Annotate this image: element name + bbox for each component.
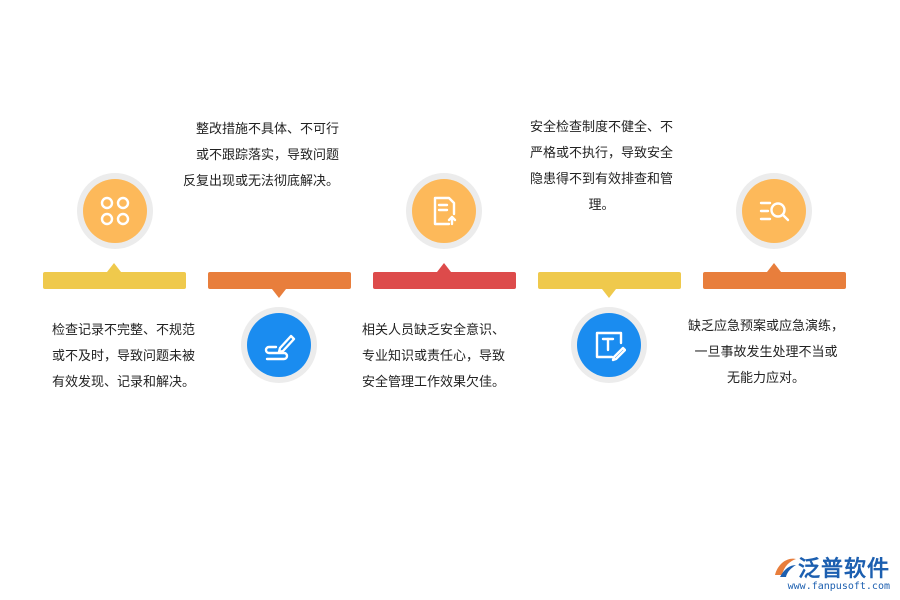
item-4-text: 安全检查制度不健全、不 严格或不执行，导致安全 隐患得不到有效排查和管 理。 [530, 115, 673, 219]
item-4-line-3: 隐患得不到有效排查和管 [530, 172, 674, 187]
item-3-line-2: 专业知识或责任心，导致 [362, 349, 506, 364]
item-2-line-3: 反复出现或无法彻底解决。 [183, 174, 340, 189]
timeline-bar-2 [208, 272, 351, 289]
timeline-bar-1 [43, 272, 186, 289]
item-5-line-1: 缺乏应急预案或应急演练， [688, 319, 845, 334]
grid-circles-icon [100, 196, 130, 226]
pointer-down-4 [602, 289, 616, 298]
item-4-line-4: 理。 [588, 198, 615, 213]
item-1-line-3: 有效发现、记录和解决。 [52, 375, 196, 390]
item-3-line-3: 安全管理工作效果欠佳。 [362, 375, 506, 390]
pointer-down-2 [272, 289, 286, 298]
brand-logo: 泛普软件 www.fanpusoft.com [772, 551, 890, 592]
item-3-line-1: 相关人员缺乏安全意识、 [362, 323, 506, 338]
document-upload-icon [433, 196, 457, 226]
item-4-line-1: 安全检查制度不健全、不 [530, 120, 674, 135]
item-3-text: 相关人员缺乏安全意识、 专业知识或责任心，导致 安全管理工作效果欠佳。 [362, 318, 505, 396]
node-circle-5 [736, 173, 812, 249]
item-2-text: 整改措施不具体、不可行 或不跟踪落实，导致问题 反复出现或无法彻底解决。 [183, 117, 339, 195]
timeline-bar-3 [373, 272, 516, 289]
item-2-line-1: 整改措施不具体、不可行 [196, 122, 340, 137]
timeline-bar-5 [703, 272, 846, 289]
item-5-line-2: 一旦事故发生处理不当或 [694, 345, 838, 360]
item-5-line-3: 无能力应对。 [727, 371, 806, 386]
edit-pen-icon [264, 334, 296, 361]
logo-mark-icon [774, 558, 796, 577]
node-circle-2 [241, 307, 317, 383]
item-1-text: 检查记录不完整、不规范 或不及时，导致问题未被 有效发现、记录和解决。 [52, 318, 195, 396]
search-list-icon [759, 201, 790, 222]
item-5-text: 缺乏应急预案或应急演练， 一旦事故发生处理不当或 无能力应对。 [688, 314, 844, 392]
node-circle-1 [77, 173, 153, 249]
node-circle-4 [571, 307, 647, 383]
item-4-line-2: 严格或不执行，导致安全 [530, 146, 674, 161]
logo-url: www.fanpusoft.com [787, 581, 890, 592]
pointer-up-3 [437, 263, 451, 272]
timeline-bar-4 [538, 272, 681, 289]
pointer-up-1 [107, 263, 121, 272]
item-1-line-2: 或不及时，导致问题未被 [52, 349, 196, 364]
item-2-line-2: 或不跟踪落实，导致问题 [196, 148, 340, 163]
text-edit-icon [595, 331, 626, 362]
node-circle-3 [406, 173, 482, 249]
pointer-up-5 [767, 263, 781, 272]
logo-name: 泛普软件 [797, 557, 890, 582]
item-1-line-1: 检查记录不完整、不规范 [52, 323, 196, 338]
